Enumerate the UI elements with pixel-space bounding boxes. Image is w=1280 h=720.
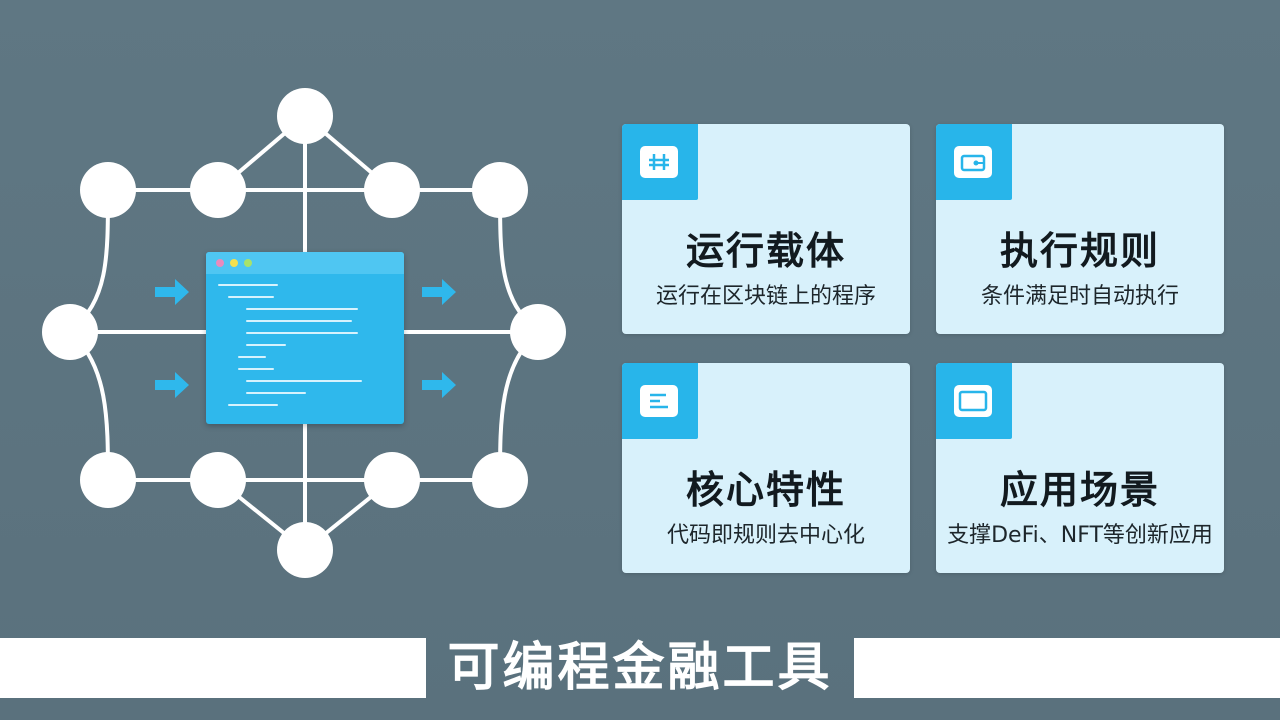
node-top [277,88,333,144]
card-title: 执行规则 [999,229,1160,273]
code-line [246,344,286,346]
node-right [510,304,566,360]
node-top-right [472,162,528,218]
arrow-right-icon [155,372,189,398]
node-left [42,304,98,360]
card-accent-tab [936,124,1012,200]
code-line [228,296,274,298]
card-application-scenarios: 应用场景 支撑DeFi、NFT等创新应用 [936,363,1224,573]
code-line [218,284,278,286]
card-runtime-carrier: 运行载体 运行在区块链上的程序 [622,124,910,334]
node-top-inner-left [190,162,246,218]
card-accent-tab [622,124,698,200]
code-line [246,392,306,394]
card-accent-tab [936,363,1012,439]
node-bottom [277,522,333,578]
code-line [238,368,274,370]
card-subtitle: 代码即规则去中心化 [666,523,865,548]
card-accent-tab [622,363,698,439]
footer-band-right [854,638,1280,698]
node-bottom-right [472,452,528,508]
code-line [246,308,358,310]
wallet-icon [954,146,992,178]
arrow-right-icon [422,372,456,398]
card-subtitle: 支撑DeFi、NFT等创新应用 [947,523,1213,548]
node-top-inner-right [364,162,420,218]
grid-icon [640,146,678,178]
code-window-titlebar [206,252,404,274]
node-bottom-inner-right [364,452,420,508]
code-line [228,404,278,406]
code-line [246,332,358,334]
footer-title: 可编程金融工具 [447,638,833,698]
arrow-right-icon [422,279,456,305]
network-diagram [42,88,566,578]
node-bottom-left [80,452,136,508]
footer-band-left [0,638,426,698]
card-subtitle: 条件满足时自动执行 [980,284,1179,309]
flow-arrows [155,279,456,398]
card-core-features: 核心特性 代码即规则去中心化 [622,363,910,573]
card-subtitle: 运行在区块链上的程序 [655,284,876,309]
window-dot-red [216,259,224,267]
code-lines [206,274,404,424]
card-title: 应用场景 [999,468,1160,512]
window-dot-yellow [230,259,238,267]
monitor-icon [954,385,992,417]
code-line [246,380,362,382]
code-editor-window [206,252,404,424]
card-title: 核心特性 [685,468,846,512]
card-title: 运行载体 [685,229,846,273]
node-bottom-inner-left [190,452,246,508]
document-icon [640,385,678,417]
code-line [246,320,352,322]
arrow-right-icon [155,279,189,305]
network-nodes [42,88,566,578]
node-top-left [80,162,136,218]
card-execution-rules: 执行规则 条件满足时自动执行 [936,124,1224,334]
window-dot-green [244,259,252,267]
code-line [238,356,266,358]
